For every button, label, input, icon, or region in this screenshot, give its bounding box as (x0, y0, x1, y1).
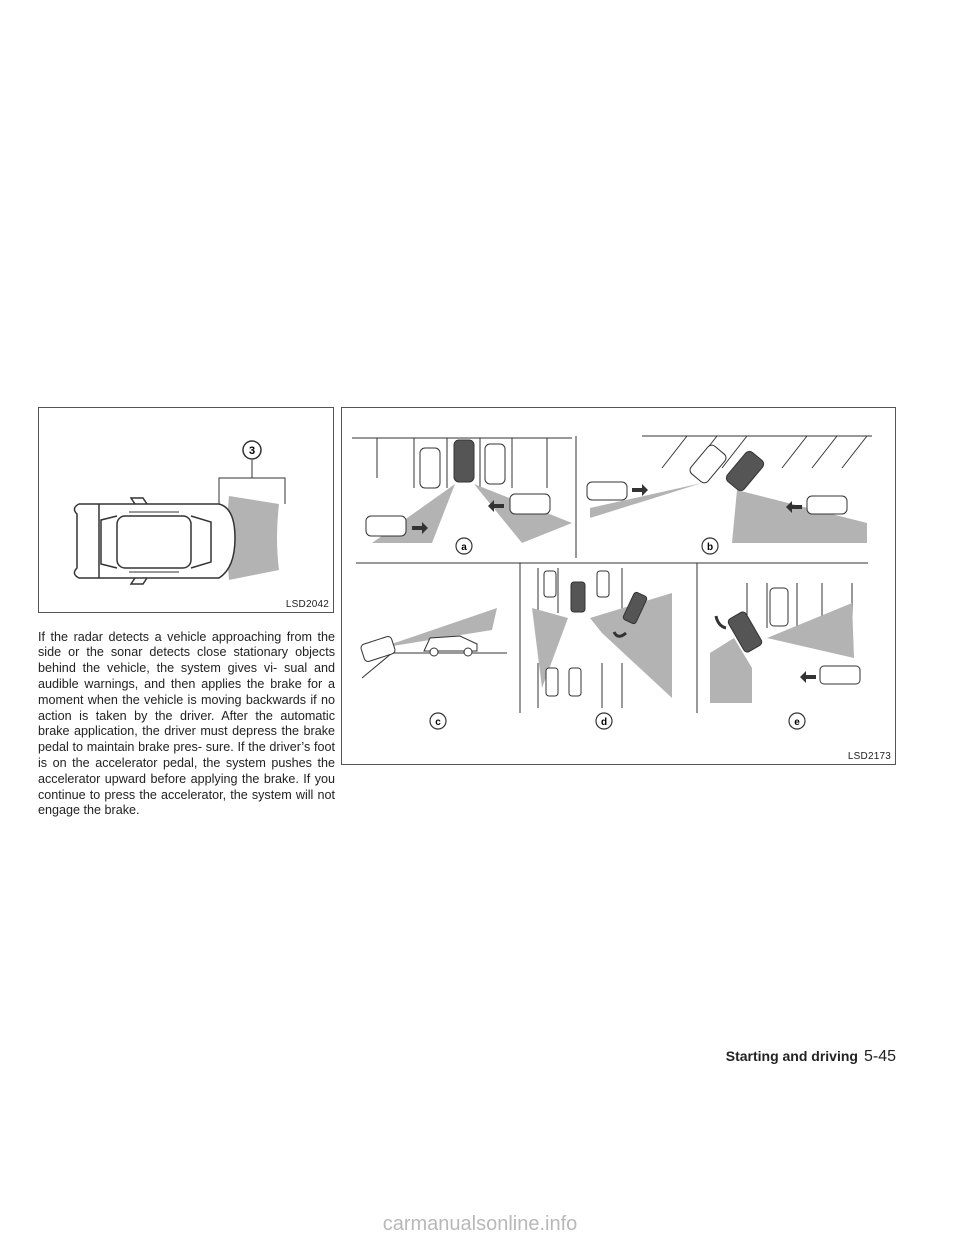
panel-e-label: e (794, 717, 800, 728)
body-paragraph: If the radar detects a vehicle approachi… (38, 629, 335, 818)
vehicle-top-view (73, 497, 236, 585)
figure-code: LSD2042 (285, 599, 329, 610)
panel-b-label: b (707, 542, 713, 553)
cross-traffic-illustration: a b (352, 435, 872, 730)
rear-sonar-illustration: 3 (73, 440, 286, 585)
sonar-zone (227, 496, 279, 580)
panel-d-label: d (601, 717, 607, 728)
panel-e: e (710, 583, 861, 730)
figure-code: LSD2173 (847, 751, 891, 762)
figure-cross-traffic-scenarios: a b (341, 407, 896, 765)
callout-bracket (218, 460, 286, 504)
panel-c-label: c (435, 717, 441, 728)
panel-b: b (586, 435, 872, 555)
footer-section-title: Starting and driving (725, 1048, 858, 1064)
watermark: carmanualsonline.info (382, 1213, 578, 1235)
figure-rear-sonar: 3 LSD2042 (38, 407, 334, 613)
callout-3-label: 3 (249, 445, 255, 457)
page-footer: Starting and driving 5-45 (726, 1048, 896, 1066)
panel-a-label: a (461, 542, 467, 553)
panel-a: a (352, 437, 572, 555)
panel-d: d (532, 568, 672, 730)
footer-page-number: 5-45 (863, 1048, 896, 1065)
callout-3: 3 (242, 440, 262, 460)
panel-c: c (360, 608, 507, 730)
